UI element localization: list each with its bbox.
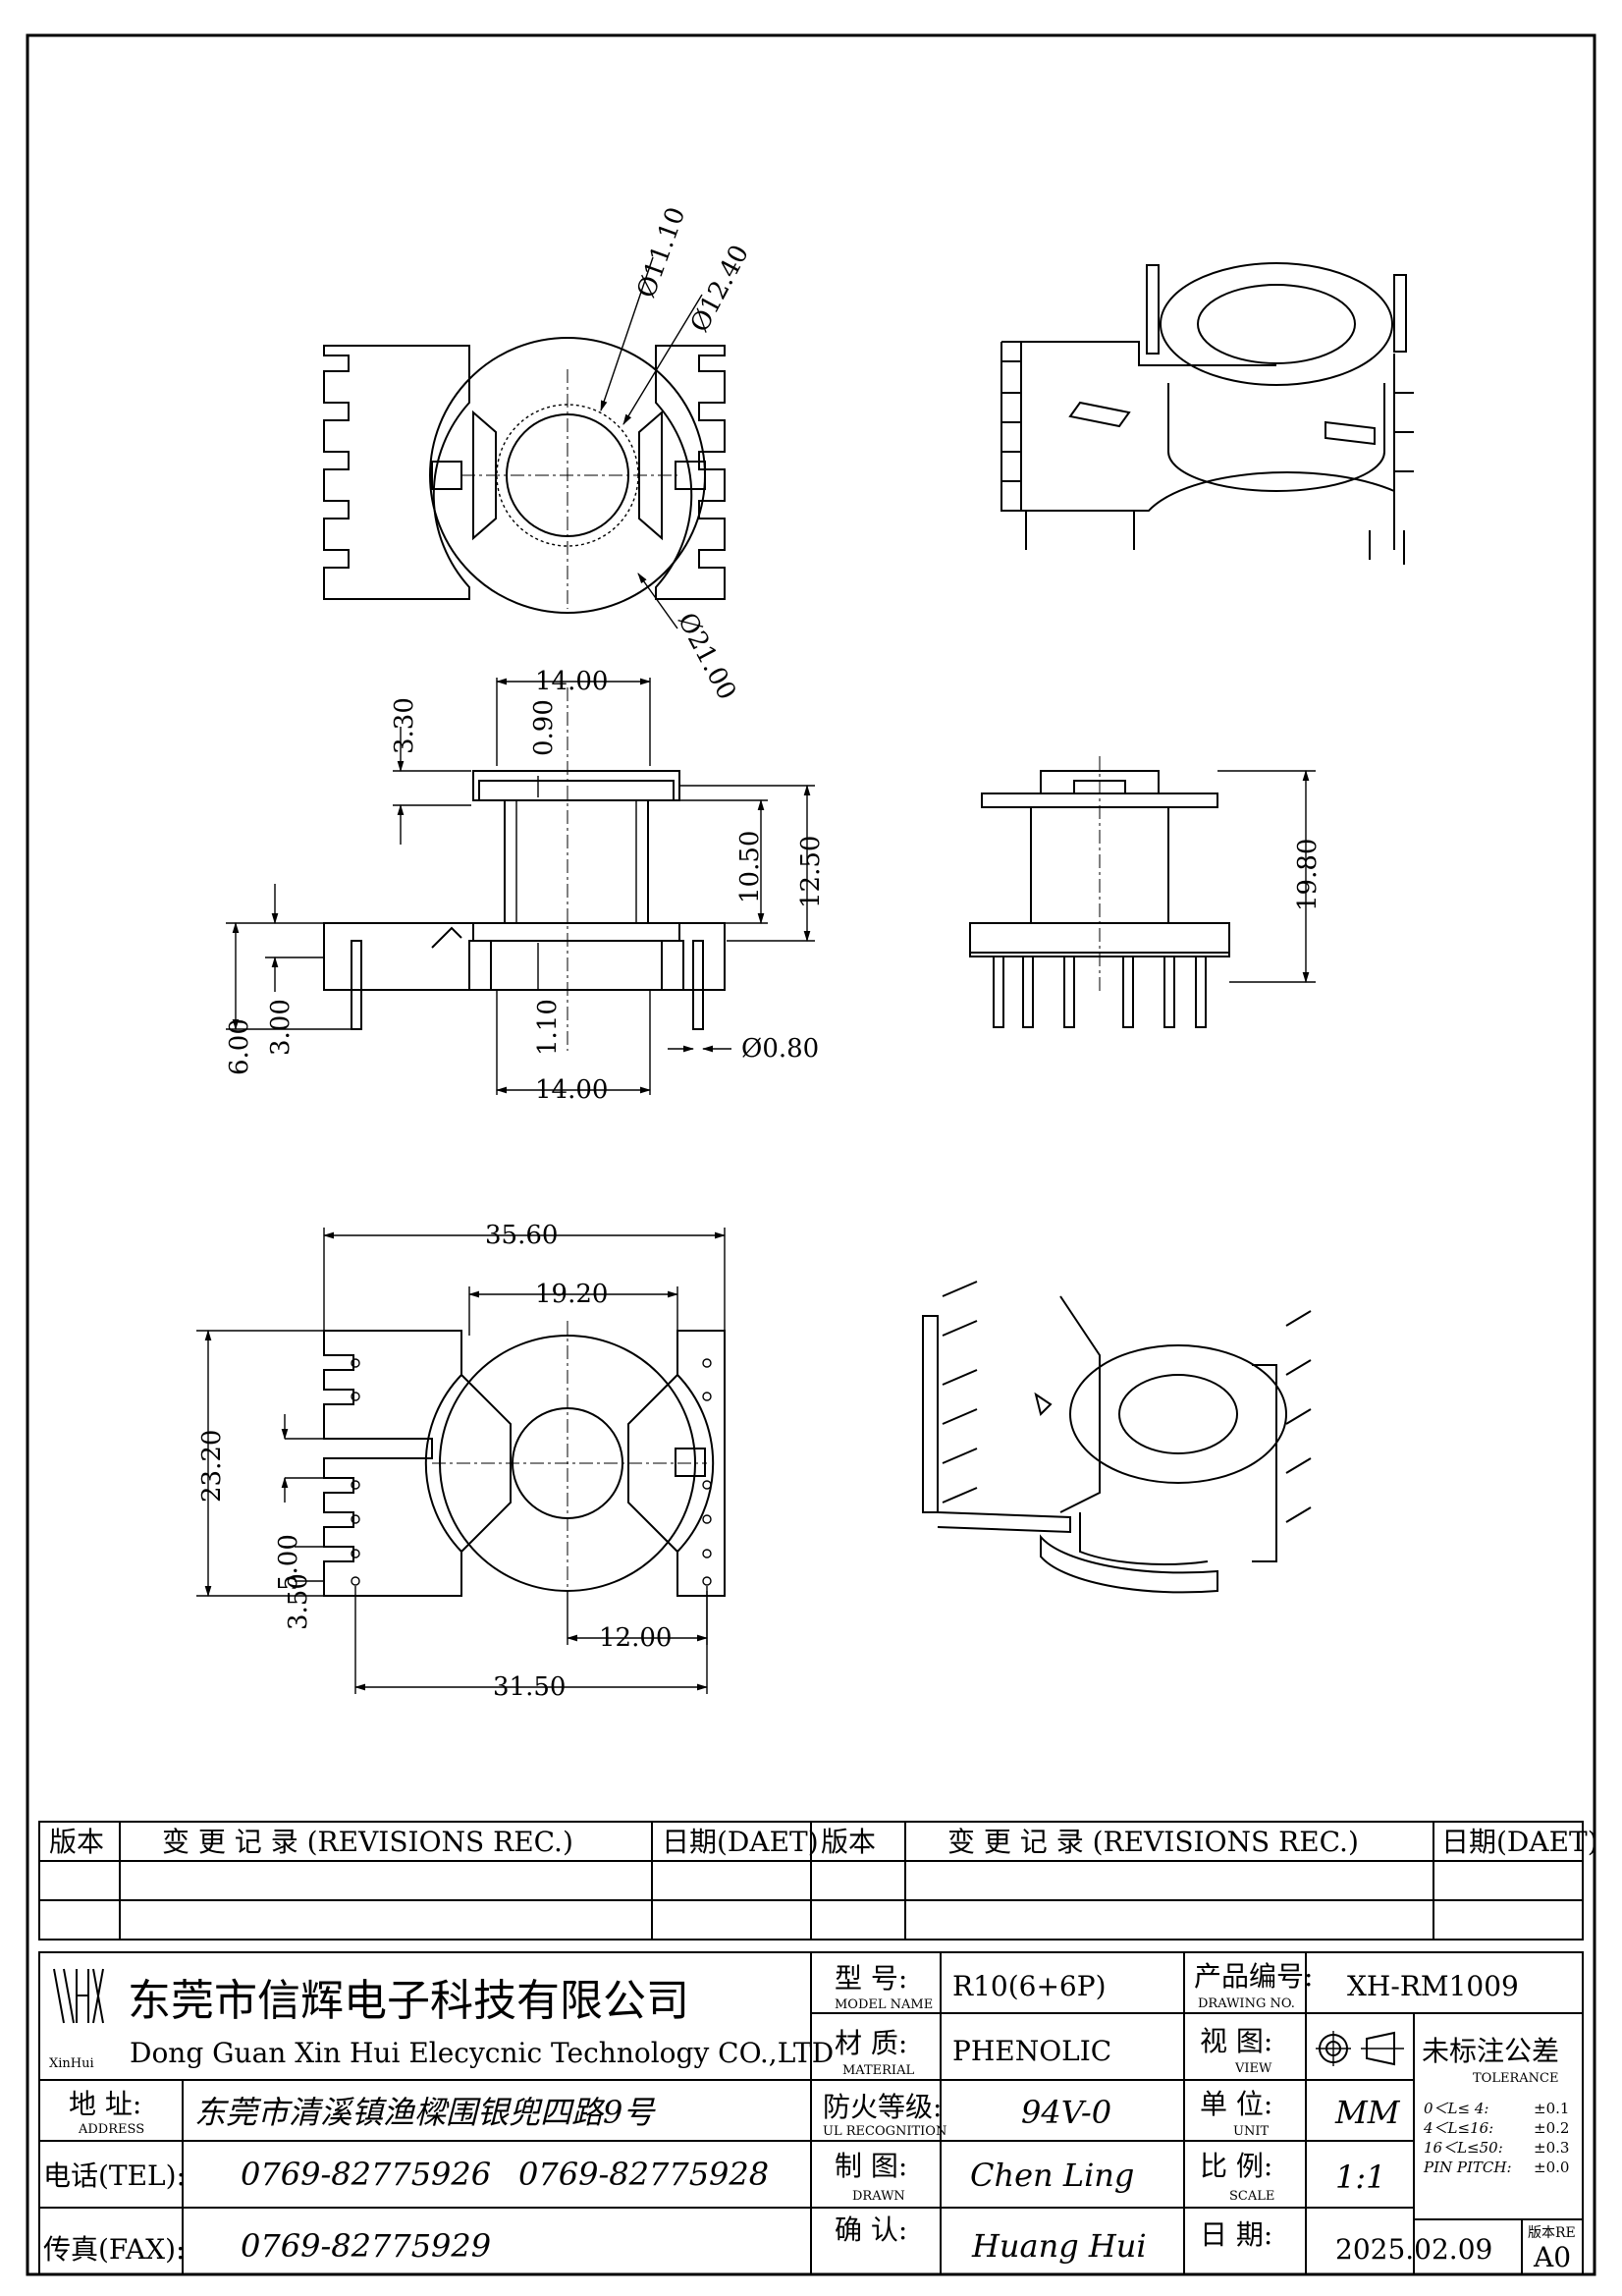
title-block: XinHui 东莞市信辉电子科技有限公司 Dong Guan Xin Hui E… bbox=[38, 1951, 1584, 2275]
scale-label-en: SCALE bbox=[1229, 2189, 1274, 2204]
dim-h-2320-label: 23.20 bbox=[197, 1430, 227, 1503]
dim-d1-label: Ø11.10 bbox=[631, 203, 691, 301]
tolerance-row-4-value: ±0.0 bbox=[1534, 2159, 1569, 2176]
confirm-value: Huang Hui bbox=[971, 2227, 1147, 2265]
dim-h-350-label: 3.50 bbox=[284, 1573, 313, 1630]
side-view: 19.80 bbox=[969, 756, 1323, 1028]
drawn-label-en: DRAWN bbox=[852, 2189, 905, 2204]
model-value: R10(6+6P) bbox=[952, 1970, 1107, 2002]
tolerance-row-1-range: 0＜L≤ 4: bbox=[1424, 2100, 1488, 2117]
fire-label: 防火等级: bbox=[823, 2091, 942, 2123]
dim-d3-label: Ø21.00 bbox=[672, 608, 741, 705]
tel-2: 0769-82775928 bbox=[518, 2156, 769, 2193]
pin-holes bbox=[351, 1358, 712, 1586]
material-label-en: MATERIAL bbox=[842, 2063, 914, 2078]
rev-col-date-1: 日期(DAET) bbox=[662, 1826, 819, 1858]
iso-pins bbox=[942, 1281, 1312, 1523]
model-label-en: MODEL NAME bbox=[835, 1997, 933, 2012]
address-value: 东莞市清溪镇渔樑围银兜四路9号 bbox=[194, 2094, 656, 2131]
company-logo bbox=[53, 1968, 104, 2024]
front-view: 14.00 3.30 0.90 10.50 12.50 6.00 3.00 1.… bbox=[225, 667, 826, 1105]
dim-h-090-label: 0.90 bbox=[529, 699, 559, 756]
dim-h-1050-label: 10.50 bbox=[735, 831, 765, 903]
logo-text: XinHui bbox=[49, 2056, 94, 2071]
drawn-value: Chen Ling bbox=[970, 2157, 1134, 2194]
drawing-no-value: XH-RM1009 bbox=[1347, 1970, 1519, 2002]
dim-w-3150-label: 31.50 bbox=[493, 1672, 566, 1702]
tel-label: 电话(TEL): bbox=[43, 2159, 186, 2192]
tolerance-title: 未标注公差 bbox=[1422, 2035, 1559, 2067]
version-label: 版本RE bbox=[1528, 2225, 1576, 2241]
dim-w-bottom-label: 14.00 bbox=[535, 1075, 608, 1105]
version-value: A0 bbox=[1533, 2241, 1571, 2273]
dim-h-1250-label: 12.50 bbox=[796, 836, 826, 908]
drawing-no-label: 产品编号: bbox=[1194, 1960, 1313, 1993]
address-label: 地 址: bbox=[69, 2088, 141, 2120]
material-label: 材 质: bbox=[835, 2027, 907, 2059]
date-label: 日 期: bbox=[1200, 2218, 1272, 2251]
rev-col-change-2: 变 更 记 录 (REVISIONS REC.) bbox=[947, 1826, 1359, 1858]
dim-w-3560-label: 35.60 bbox=[485, 1221, 558, 1250]
side-pins bbox=[993, 956, 1207, 1028]
fire-label-en: UL RECOGNITION bbox=[823, 2124, 946, 2139]
dim-pin-d-label: Ø0.80 bbox=[741, 1034, 819, 1064]
dim-w-1920-label: 19.20 bbox=[535, 1280, 608, 1309]
rev-col-date-2: 日期(DAET) bbox=[1441, 1826, 1598, 1858]
rev-col-change-1: 变 更 记 录 (REVISIONS REC.) bbox=[162, 1826, 573, 1858]
dim-h-330-label: 3.30 bbox=[390, 697, 419, 754]
rev-col-version-2: 版本 bbox=[821, 1826, 876, 1858]
projection-symbol-icon bbox=[1316, 2031, 1404, 2066]
scale-label: 比 例: bbox=[1200, 2150, 1272, 2182]
confirm-label: 确 认: bbox=[835, 2214, 907, 2246]
tolerance-row-3-range: 16＜L≤50: bbox=[1424, 2139, 1503, 2157]
revision-table: 版本 变 更 记 录 (REVISIONS REC.) 日期(DAET) 版本 … bbox=[38, 1821, 1598, 1941]
rev-col-version-1: 版本 bbox=[49, 1826, 104, 1858]
view-label: 视 图: bbox=[1200, 2025, 1272, 2057]
tel-1: 0769-82775926 bbox=[241, 2156, 491, 2193]
bottom-view: 35.60 19.20 23.20 5.00 3.50 12.00 31.50 bbox=[196, 1221, 727, 1702]
dim-h-600-label: 6.00 bbox=[225, 1018, 254, 1075]
dim-w-top-label: 14.00 bbox=[535, 667, 608, 696]
material-value: PHENOLIC bbox=[952, 2035, 1111, 2067]
fire-value: 94V-0 bbox=[1021, 2094, 1111, 2131]
view-label-en: VIEW bbox=[1234, 2061, 1272, 2076]
company-name-cn: 东莞市信辉电子科技有限公司 bbox=[128, 1976, 689, 2026]
fax-label: 传真(FAX): bbox=[43, 2233, 185, 2266]
dim-h-300-label: 3.00 bbox=[266, 999, 296, 1056]
tolerance-row-2-range: 4＜L≤16: bbox=[1423, 2119, 1493, 2137]
top-view: Ø11.10 Ø12.40 Ø21.00 bbox=[323, 203, 755, 705]
dim-h-110-label: 1.10 bbox=[533, 999, 563, 1056]
tolerance-title-en: TOLERANCE bbox=[1473, 2071, 1558, 2086]
fax-value: 0769-82775929 bbox=[241, 2227, 491, 2265]
model-label: 型 号: bbox=[835, 1962, 907, 1995]
tolerance-row-3-value: ±0.3 bbox=[1534, 2139, 1569, 2157]
drawing-no-label-en: DRAWING NO. bbox=[1198, 1996, 1295, 2011]
unit-value: MM bbox=[1334, 2094, 1401, 2131]
company-name-en: Dong Guan Xin Hui Elecycnic Technology C… bbox=[130, 2037, 834, 2069]
tolerance-row-2-value: ±0.2 bbox=[1534, 2119, 1569, 2137]
scale-value: 1:1 bbox=[1335, 2159, 1386, 2196]
tolerance-row-4-range: PIN PITCH: bbox=[1423, 2159, 1512, 2176]
unit-label: 单 位: bbox=[1200, 2088, 1272, 2120]
dim-d2-label: Ø12.40 bbox=[685, 241, 755, 338]
unit-label-en: UNIT bbox=[1233, 2124, 1269, 2139]
tolerance-row-1-value: ±0.1 bbox=[1534, 2100, 1569, 2117]
iso-view-top bbox=[1000, 262, 1414, 565]
drawn-label: 制 图: bbox=[835, 2150, 907, 2182]
iso-view-bottom bbox=[922, 1281, 1312, 1594]
dim-w-1200-label: 12.00 bbox=[599, 1623, 672, 1653]
dim-h-1980-label: 19.80 bbox=[1293, 839, 1323, 911]
address-label-en: ADDRESS bbox=[78, 2122, 144, 2137]
date-value: 2025.02.09 bbox=[1335, 2233, 1492, 2266]
